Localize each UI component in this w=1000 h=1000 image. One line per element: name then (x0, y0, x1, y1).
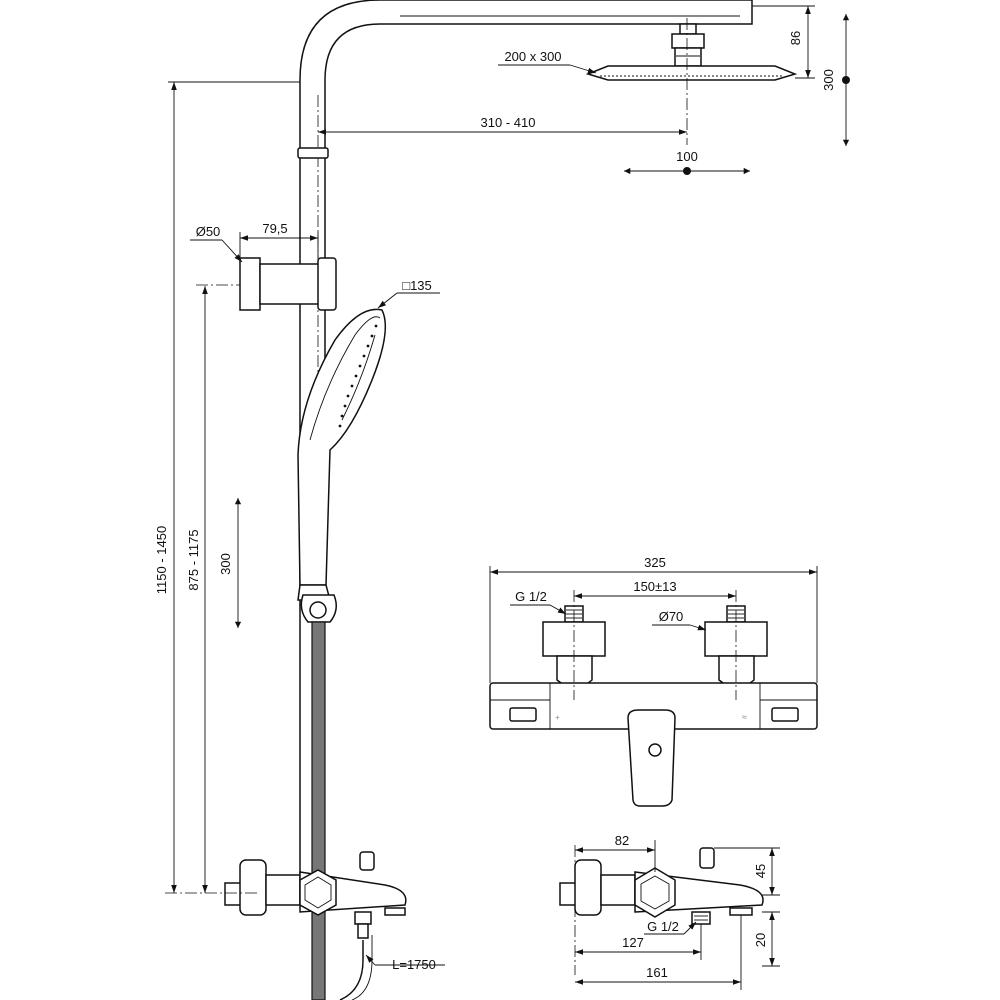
mixer-side-view (559, 845, 764, 975)
dim-handshower-size: □135 (402, 278, 432, 293)
dim-inlet-thread-front: G 1/2 (515, 589, 547, 604)
dim-head-adjust: 300 (821, 69, 836, 91)
dim-holder-height: 875 - 1175 (186, 529, 201, 590)
riser-pipe-outer (299, 0, 753, 880)
overhead-shower (585, 23, 798, 81)
wall-holder (239, 257, 337, 311)
dim-head-slide: 100 (676, 149, 698, 164)
shower-marking: ≈ (742, 712, 747, 722)
mixer-front-dimensions: 325 150±13 G 1/2 Ø70 (489, 555, 818, 683)
spray-nozzles (338, 324, 378, 428)
column-dimensions: 86 300 200 x 300 310 - 410 100 79,5 Ø50 … (154, 5, 850, 972)
dim-side-depth-total: 161 (646, 965, 668, 980)
dim-holder-slide: 300 (218, 553, 233, 575)
mixer-front-view: + ≈ (489, 590, 818, 807)
dim-hose-length: L=1750 (392, 957, 436, 972)
dim-side-spout-height: 45 (753, 864, 768, 878)
dim-mixer-width: 325 (644, 555, 666, 570)
hose-loop (339, 940, 364, 1000)
dim-outlet-thread: G 1/2 (647, 919, 679, 934)
slide-sleeve (297, 147, 329, 159)
dim-inlet-spacing: 150±13 (633, 579, 676, 594)
dim-head-size: 200 x 300 (504, 49, 561, 64)
dim-holder-offset: 79,5 (262, 221, 287, 236)
dim-holder-diameter: Ø50 (196, 224, 221, 239)
hose-holder (300, 594, 337, 623)
dim-side-depth: 82 (615, 833, 629, 848)
dim-head-thickness: 86 (788, 31, 803, 45)
shower-hose (311, 621, 326, 1000)
mixer-side-dimensions: 82 45 20 G 1/2 127 161 (575, 833, 780, 990)
dim-side-outlet-drop: 20 (753, 933, 768, 947)
diverter-lever (627, 709, 676, 807)
hand-shower (297, 308, 387, 601)
dim-arm-reach: 310 - 410 (481, 115, 536, 130)
dim-handle-diameter: Ø70 (659, 609, 684, 624)
bath-mixer-side (224, 851, 407, 939)
temperature-marking: + (555, 713, 560, 722)
dim-side-depth-outlet: 127 (622, 935, 644, 950)
side-escutcheon (574, 859, 602, 916)
shower-column (224, 0, 798, 1000)
shower-head-plate (585, 65, 798, 81)
dim-overall-height: 1150 - 1450 (154, 526, 169, 594)
